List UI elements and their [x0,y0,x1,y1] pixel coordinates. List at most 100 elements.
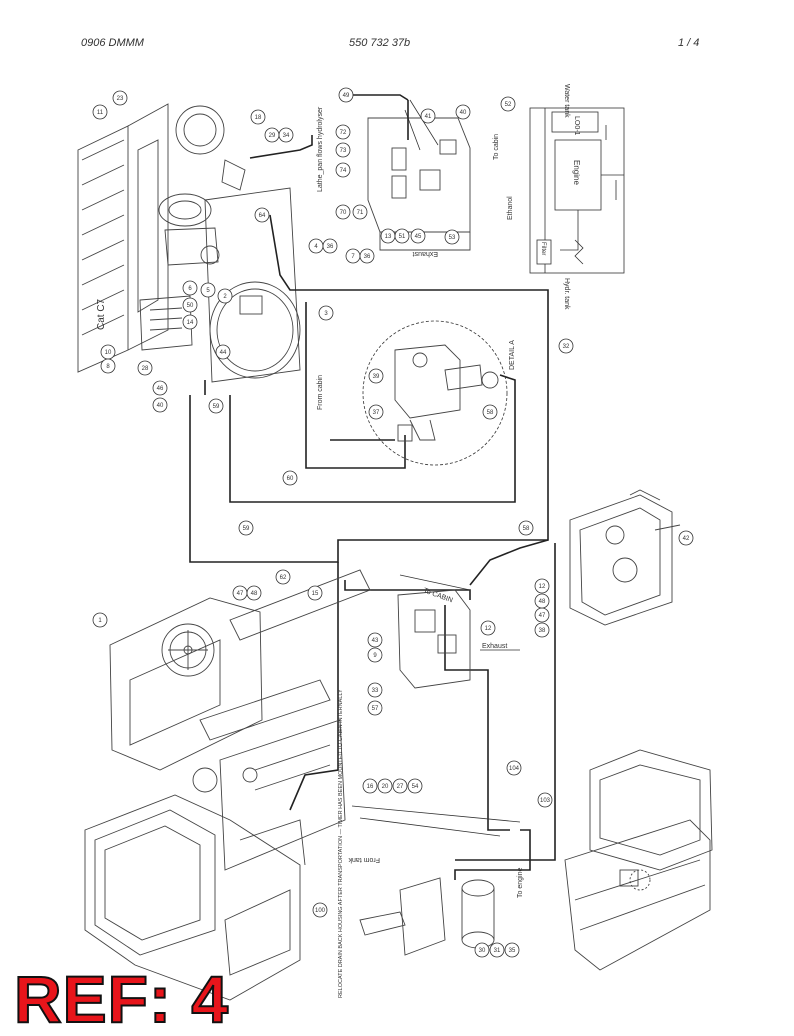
callout: 18 [255,115,262,121]
callout: 71 [357,210,364,216]
engine-assembly: Cat C7 [77,103,246,373]
callout: 103 [540,798,551,804]
callout: 36 [364,254,371,260]
callout: 40 [460,110,467,116]
callout: 46 [157,386,164,392]
callout: 23 [117,96,124,102]
callout: 14 [187,320,194,326]
detail-a-label: DETAIL A [509,340,516,370]
callout: 52 [505,102,512,108]
right-tank-assembly [569,489,681,626]
callout: 13 [385,234,392,240]
callout: 43 [372,638,379,644]
engine-model-label: Cat C7 [96,298,107,330]
reference-label: REF: 4 [13,962,230,1036]
ethanol-top-label: Ethanol [507,196,514,220]
callout: 59 [213,404,220,410]
callout: 31 [494,948,501,954]
flow-diagram: LO0-1 Engine Filter Water tank Hydr. tan… [529,84,625,310]
callout: 29 [269,133,276,139]
callout: 38 [539,628,546,634]
header-page-number: 1 / 4 [678,37,700,49]
callout: 48 [539,599,546,605]
filter-assembly [351,805,521,956]
callout: 47 [539,613,546,619]
callout: 33 [372,688,379,694]
callout: 35 [509,948,516,954]
cabin-lines-label: Lathe_pan flows hydrolyser [317,106,324,192]
callout: 45 [415,234,422,240]
callout: 37 [373,410,380,416]
callout: 10 [105,350,112,356]
callout: 44 [220,350,227,356]
cab-body [84,794,306,1001]
flow-top-tank-label: Water tank [563,84,570,118]
to-engine-label: To engine [517,868,524,898]
flow-engine-label: Engine [572,160,581,185]
callout: 60 [287,476,294,482]
callout: 1 [98,618,102,624]
callout: 28 [142,366,149,372]
callout: 64 [259,213,266,219]
flow-box-label: LO0-1 [573,116,580,136]
callout: 41 [425,114,432,120]
callout: 49 [343,93,350,99]
callout: 30 [479,948,486,954]
callout: 100 [315,908,326,914]
callout: 5 [206,288,210,294]
callout: 48 [251,591,258,597]
callouts: 11 23 18 29 34 64 6 5 2 50 14 10 8 28 44… [92,87,694,958]
callout: 16 [367,784,374,790]
exhaust-mid-label: Exhaust [482,643,507,650]
callout: 72 [340,130,347,136]
callout: 27 [397,784,404,790]
mid-valve-block [397,574,520,689]
callout: 104 [509,766,520,772]
bottom-right-frame [564,749,713,971]
callout: 8 [106,364,110,370]
from-cabin-label: From cabin [317,375,324,410]
callout: 73 [340,148,347,154]
callout: 58 [523,526,530,532]
callout: 7 [351,254,355,260]
callout: 70 [340,210,347,216]
callout: 59 [243,526,250,532]
relocation-note: RELOCATE DRAIN BACK HOUSING AFTER TRANSP… [338,689,344,998]
hose-routing [189,94,556,880]
callout: 12 [485,626,492,632]
flywheel-housing [204,187,301,383]
callout: 39 [373,374,380,380]
callout: 6 [188,286,192,292]
flow-filter-label: Filter [540,242,546,255]
callout: 12 [539,584,546,590]
callout: 58 [487,410,494,416]
callout: 54 [412,784,419,790]
callout: 62 [280,575,287,581]
callout: 53 [449,235,456,241]
callout: 20 [382,784,389,790]
callout: 74 [340,168,347,174]
header-doc-code: 0906 DMMM [81,37,144,49]
callout: 32 [563,344,570,350]
callout: 34 [283,133,290,139]
callout: 36 [327,244,334,250]
callout: 11 [97,110,104,116]
cooler-fan-assembly [109,597,263,771]
callout: 50 [187,303,194,309]
callout: 47 [237,591,244,597]
to-cabin-top-label: To cabin [493,134,500,160]
header-part-number: 550 732 37b [349,37,411,49]
callout: 42 [683,536,690,542]
flow-bottom-tank-label: Hydr. tank [563,278,570,310]
top-manifold-panel [367,99,471,251]
callout: 4 [314,244,318,250]
detail-a-view: DETAIL A [362,320,516,466]
exhaust-top-label: Exhaust [413,250,438,257]
callout: 2 [223,294,227,300]
from-tank-label: From tank [348,856,380,863]
callout: 3 [324,311,328,317]
callout: 9 [373,653,377,659]
callout: 40 [157,403,164,409]
callout: 57 [372,706,379,712]
